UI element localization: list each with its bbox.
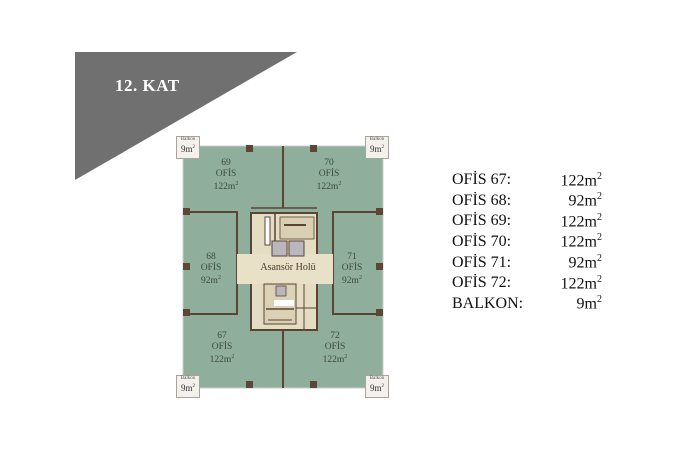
- balcony-area: 9m2: [180, 144, 195, 154]
- office-type: OFİS: [211, 341, 233, 352]
- office-number: 68: [206, 252, 216, 262]
- office-70-label: 70 OFİS 122m2: [299, 158, 359, 193]
- office-69-label: 69 OFİS 122m2: [196, 158, 256, 193]
- legend-name: OFİS 67:: [452, 171, 512, 189]
- balcony-label: Balkon: [180, 376, 196, 381]
- floor-banner: 12. KAT: [75, 52, 297, 180]
- office-number: 71: [347, 252, 357, 262]
- office-type: OFİS: [324, 341, 346, 352]
- legend-value: 122m2: [560, 273, 602, 292]
- office-area: 122m2: [209, 354, 235, 366]
- balcony-label: Balkon: [180, 137, 196, 142]
- office-72-label: 72 OFİS 122m2: [305, 331, 365, 366]
- office-67-label: 67 OFİS 122m2: [192, 331, 252, 366]
- legend-row: OFİS 72: 122m2: [452, 273, 602, 294]
- legend-row: OFİS 71: 92m2: [452, 252, 602, 273]
- legend-value: 9m2: [576, 294, 602, 313]
- office-area: 122m2: [213, 181, 239, 193]
- office-area: 122m2: [316, 181, 342, 193]
- legend-row: OFİS 68: 92m2: [452, 191, 602, 212]
- office-type: OFİS: [341, 262, 363, 273]
- balcony-area: 9m2: [369, 383, 384, 393]
- office-area: 92m2: [201, 275, 221, 287]
- office-area: 92m2: [342, 275, 362, 287]
- office-type: OFİS: [200, 262, 222, 273]
- office-number: 72: [330, 331, 340, 341]
- area-legend: OFİS 67: 122m2 OFİS 68: 92m2 OFİS 69: 122m2…: [452, 170, 602, 314]
- legend-row: OFİS 67: 122m2: [452, 170, 602, 191]
- office-number: 69: [221, 158, 231, 168]
- legend-row: OFİS 69: 122m2: [452, 211, 602, 232]
- legend-name: BALKON:: [452, 294, 524, 312]
- office-number: 67: [217, 331, 227, 341]
- banner-triangle: [75, 52, 297, 180]
- office-number: 70: [324, 158, 334, 168]
- balcony-area: 9m2: [180, 383, 195, 393]
- legend-value: 122m2: [560, 170, 602, 189]
- legend-row: OFİS 70: 122m2: [452, 232, 602, 253]
- legend-name: OFİS 70:: [452, 233, 512, 251]
- balcony-bottom-left: Balkon 9m2: [176, 375, 200, 398]
- floor-plan-drawing: [182, 145, 384, 389]
- legend-value: 122m2: [560, 232, 602, 251]
- office-68-label: 68 OFİS 92m2: [186, 252, 236, 287]
- floor-plan: 69 OFİS 122m2 70 OFİS 122m2 68 OFİS 92m2…: [172, 134, 394, 400]
- floor-title: 12. KAT: [115, 76, 180, 95]
- balcony-area: 9m2: [369, 144, 384, 154]
- balcony-label: Balkon: [369, 376, 385, 381]
- legend-name: OFİS 69:: [452, 212, 512, 230]
- elevator-hall: [237, 254, 333, 284]
- legend-name: OFİS 72:: [452, 274, 512, 292]
- office-type: OFİS: [215, 168, 237, 179]
- legend-name: OFİS 68:: [452, 191, 512, 209]
- legend-value: 122m2: [560, 211, 602, 231]
- legend-name: OFİS 71:: [452, 253, 512, 271]
- office-71-label: 71 OFİS 92m2: [327, 252, 377, 287]
- balcony-label: Balkon: [369, 137, 385, 142]
- legend-value: 92m2: [568, 253, 602, 272]
- balcony-top-left: Balkon 9m2: [176, 136, 200, 159]
- legend-value: 92m2: [568, 191, 602, 210]
- office-area: 122m2: [322, 354, 348, 366]
- elevator-hall-label: Asansör Holü: [260, 262, 316, 273]
- office-type: OFİS: [318, 168, 340, 179]
- balcony-bottom-right: Balkon 9m2: [365, 375, 389, 398]
- balcony-top-right: Balkon 9m2: [365, 136, 389, 159]
- legend-row: BALKON: 9m2: [452, 294, 602, 315]
- columns: [183, 145, 383, 388]
